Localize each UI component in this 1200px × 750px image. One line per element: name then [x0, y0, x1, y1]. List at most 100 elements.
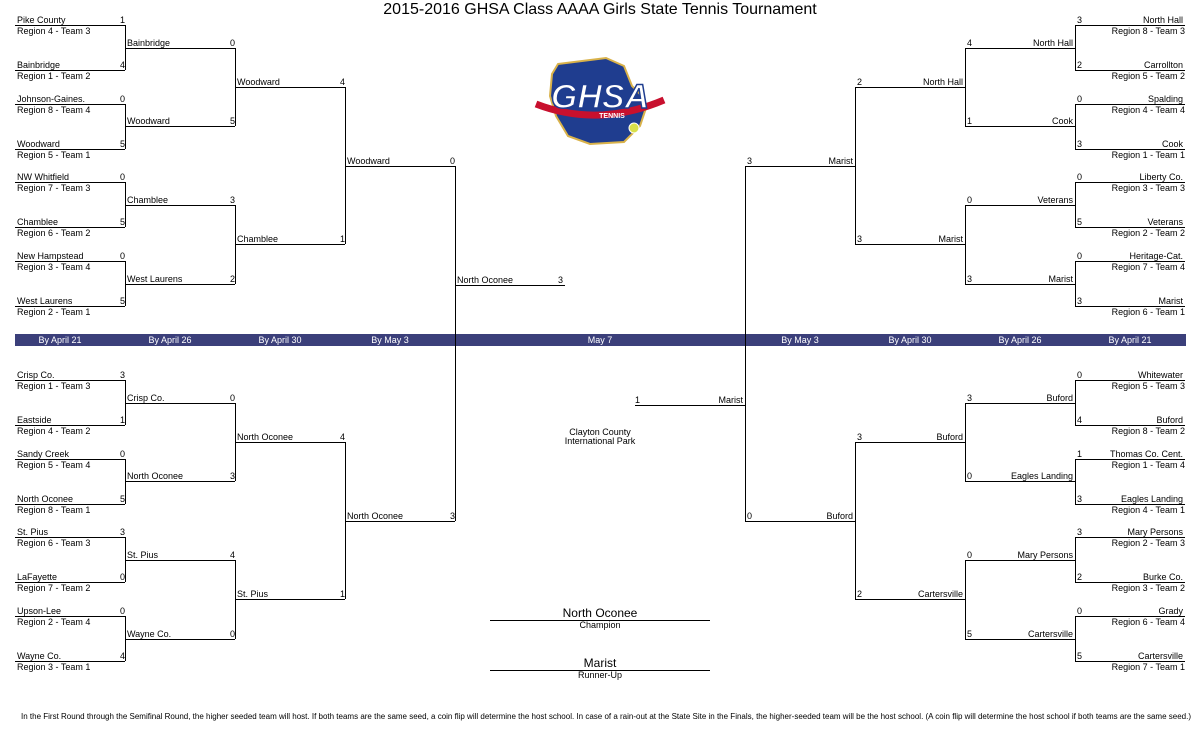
team-seed: Region 5 - Team 4: [17, 459, 91, 470]
team-score: 3: [120, 527, 126, 537]
team-line: [15, 582, 125, 583]
team-line: [125, 126, 235, 127]
team-name: Liberty Co.: [1139, 172, 1183, 182]
team-score: 3: [1077, 15, 1083, 25]
round-date-label: By April 30: [258, 335, 302, 345]
team-name: Woodward: [347, 156, 390, 166]
team-name: North Oconee: [237, 432, 294, 442]
bracket-connector: [745, 166, 746, 521]
runner-up-line: [490, 670, 710, 671]
team-line: [1075, 458, 1185, 460]
team-name: Crisp Co.: [17, 370, 55, 380]
team-seed: Region 8 - Team 2: [1111, 426, 1185, 436]
team-score: 4: [1077, 415, 1083, 425]
team-name: Johnson-Gaines.: [17, 93, 86, 104]
team-seed: Region 5 - Team 1: [17, 149, 91, 160]
finalist-name: North Oconee: [457, 275, 514, 285]
team-seed: Region 1 - Team 2: [17, 71, 91, 81]
team-line: [15, 660, 125, 662]
team-name: Cook: [1161, 138, 1183, 149]
team-line: [855, 442, 965, 443]
team-seed: Region 4 - Team 3: [17, 26, 91, 36]
team-score: 3: [857, 234, 863, 244]
team-score: 3: [967, 274, 973, 284]
team-line: [235, 87, 345, 88]
team-seed: Region 2 - Team 3: [1111, 538, 1185, 548]
bracket-connector: [965, 48, 966, 126]
team-score: 4: [230, 550, 236, 560]
team-score: 4: [340, 432, 346, 442]
team-score: 0: [1077, 605, 1083, 616]
team-score: 0: [1077, 250, 1083, 261]
team-name: Chamblee: [237, 234, 279, 244]
team-name: Marist: [828, 156, 854, 166]
team-name: Cartersville: [1137, 650, 1183, 661]
round-date-label: By May 3: [371, 335, 409, 345]
team-line: [965, 48, 1075, 49]
team-score: 0: [230, 393, 236, 403]
team-name: North Oconee: [17, 493, 74, 504]
team-score: 4: [120, 60, 126, 70]
team-name: North Hall: [1032, 38, 1073, 48]
team-name: Crisp Co.: [127, 393, 165, 403]
team-score: 0: [967, 550, 973, 560]
team-name: Marist: [938, 234, 964, 244]
team-score: 3: [230, 471, 236, 481]
team-score: 0: [120, 605, 126, 616]
finalist-score: 3: [558, 275, 564, 285]
ghsa-tennis-logo: GHSA TENNIS: [534, 56, 666, 146]
round-date-label: By April 26: [148, 335, 192, 345]
team-score: 3: [230, 195, 236, 205]
team-line: [15, 458, 125, 460]
team-score: 0: [747, 511, 753, 521]
team-name: Wayne Co.: [17, 650, 62, 661]
team-name: NW Whitfield: [17, 172, 70, 182]
team-line: [235, 244, 345, 245]
team-line: [745, 521, 855, 522]
bracket-connector: [965, 403, 966, 481]
finalist-score: 1: [635, 395, 641, 405]
team-name: Chamblee: [17, 217, 59, 227]
team-line: [1075, 380, 1185, 381]
team-score: 2: [857, 77, 863, 87]
team-line: [1075, 182, 1185, 183]
team-name: Mary Persons: [1127, 527, 1183, 537]
team-seed: Region 7 - Team 4: [1111, 261, 1185, 272]
team-score: 0: [120, 572, 126, 582]
team-seed: Region 1 - Team 4: [1111, 459, 1185, 470]
team-line: [965, 481, 1075, 482]
team-name: Woodward: [237, 77, 280, 87]
team-seed: Region 7 - Team 3: [17, 183, 91, 193]
round-date-label: May 7: [587, 335, 613, 345]
bracket-connector: [345, 87, 346, 244]
team-line: [125, 48, 235, 49]
team-name: Woodward: [127, 116, 170, 126]
team-name: Whitewater: [1137, 370, 1183, 380]
bracket-connector: [1075, 537, 1076, 582]
bracket-connector: [1075, 380, 1076, 425]
team-score: 2: [230, 274, 236, 284]
bracket-connector: [965, 560, 966, 639]
team-seed: Region 5 - Team 2: [1111, 71, 1185, 81]
team-line: [1075, 25, 1185, 26]
team-score: 3: [1077, 493, 1083, 504]
team-seed: Region 3 - Team 1: [17, 661, 91, 672]
team-line: [15, 260, 125, 262]
team-name: Heritage-Cat.: [1129, 250, 1183, 261]
team-seed: Region 7 - Team 2: [17, 583, 91, 593]
team-name: Burke Co.: [1142, 572, 1183, 582]
team-name: Eagles Landing: [1010, 471, 1073, 481]
team-seed: Region 8 - Team 1: [17, 504, 91, 515]
team-line: [15, 503, 125, 505]
bracket-connector: [1075, 458, 1076, 504]
bracket-connector: [125, 182, 126, 227]
team-name: Bainbridge: [17, 60, 61, 70]
team-line: [125, 284, 235, 285]
team-score: 1: [967, 116, 973, 126]
team-score: 0: [120, 172, 126, 182]
team-name: Eastside: [17, 415, 52, 425]
team-seed: Region 7 - Team 1: [1111, 661, 1185, 672]
team-line: [1075, 660, 1185, 662]
bracket-connector: [1075, 615, 1076, 661]
bracket-connector: [125, 260, 126, 306]
